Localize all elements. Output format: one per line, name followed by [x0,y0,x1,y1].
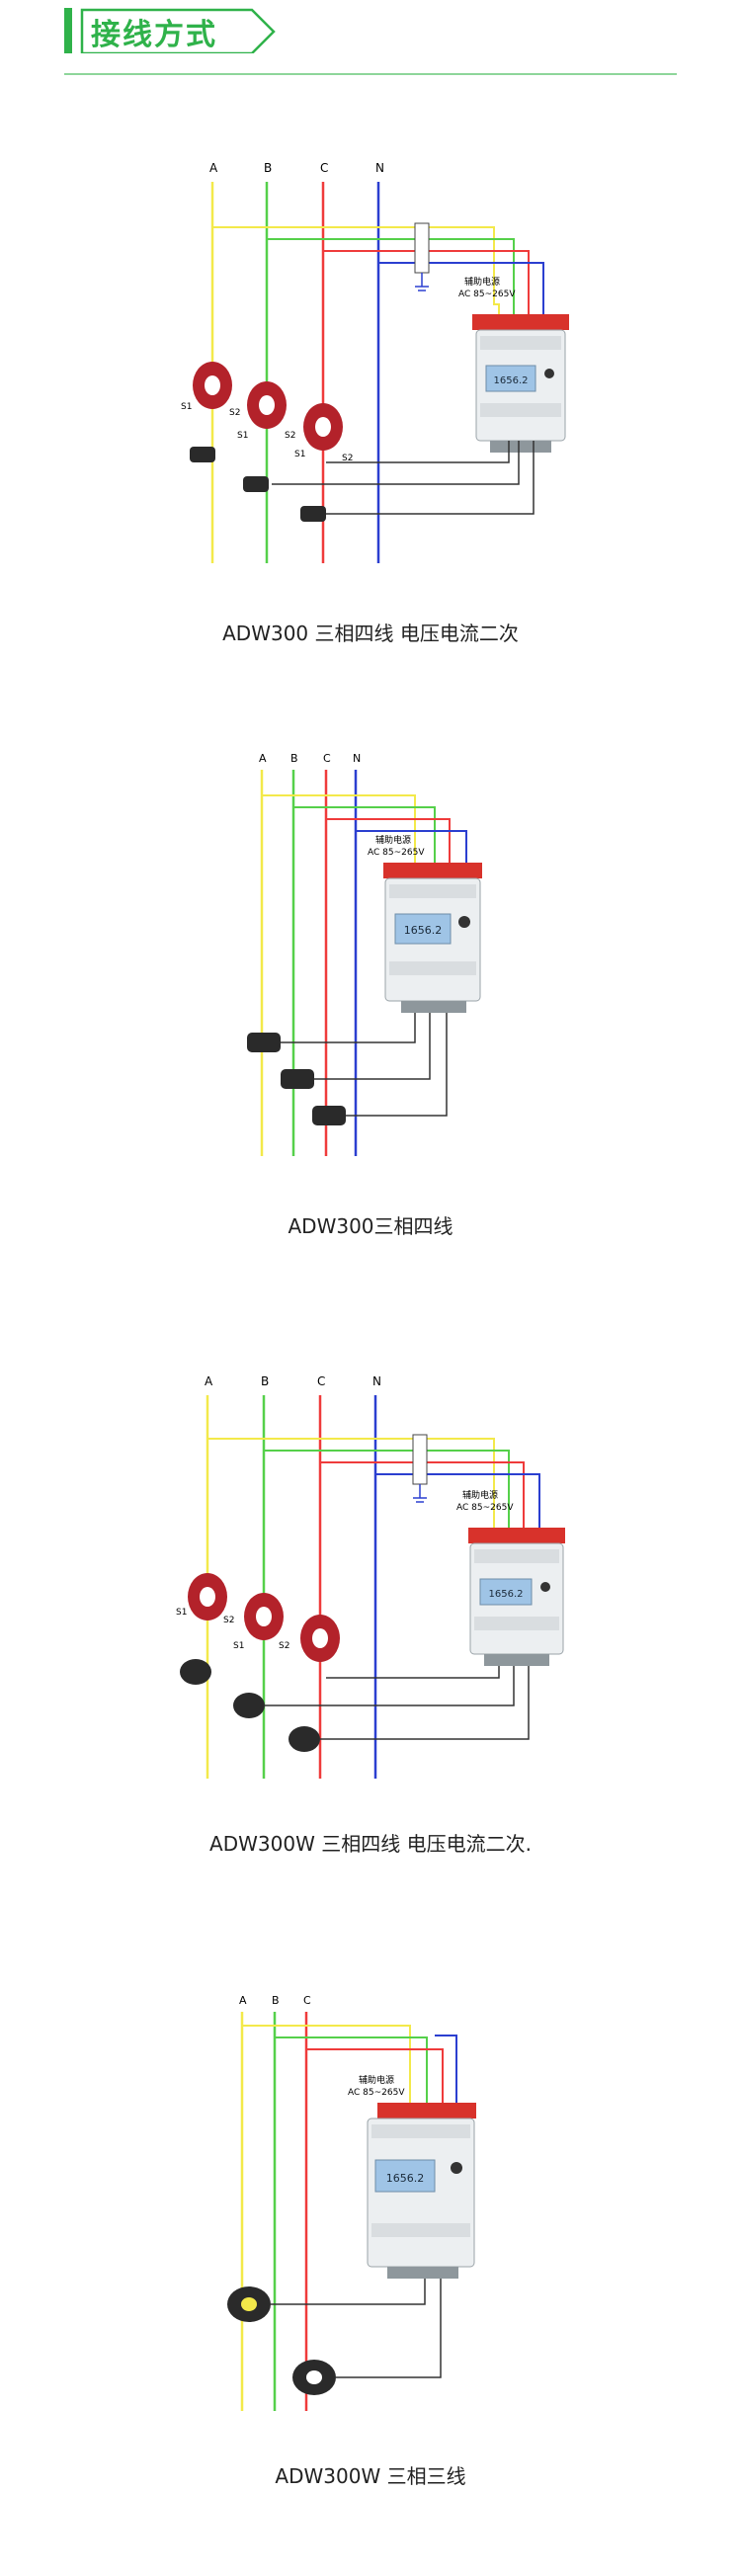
wiring-diagram-2-svg: A B C N 辅助电源 AC 85~265V 1656.2 [247,752,482,1156]
wiring-diagram-1: A B C N 辅助电源 AC 85~265V 1656.2 [0,148,741,573]
ct-a: S1 S2 [181,362,240,418]
phase-label-b: B [264,161,272,175]
wiring-diagram-4-svg: A B C 辅助电源 AC 85~265V 1656.2 [227,1994,476,2411]
svg-text:S1: S1 [237,431,248,441]
secondary-ct-b [243,476,269,492]
meter-device: 1656.2 [468,1528,565,1666]
i-wire-a [326,441,510,463]
wiring-diagram-1-svg: A B C N 辅助电源 AC 85~265V 1656.2 [181,161,569,563]
svg-text:S2: S2 [229,408,240,418]
svg-text:辅助电源: 辅助电源 [462,1489,498,1501]
svg-text:S2: S2 [342,454,353,463]
svg-text:辅助电源: 辅助电源 [359,2074,394,2086]
svg-text:S1: S1 [233,1641,244,1651]
v-tap-n [378,262,544,316]
svg-text:B: B [272,1994,280,2007]
svg-text:S2: S2 [279,1641,289,1651]
i-wire-c [326,441,535,515]
aux-power-label: 辅助电源 [375,834,411,846]
split-ct-b [233,1693,265,1718]
v-tap-a [212,226,500,316]
ct-b: S1 S2 [233,1593,289,1651]
meter-device: 1656.2 [383,863,482,1013]
svg-text:1656.2: 1656.2 [489,1589,524,1600]
ct-b: S1 S2 [237,381,295,441]
svg-text:AC 85~265V: AC 85~265V [348,2088,405,2098]
split-ct-b [281,1069,314,1089]
pt-transformer [412,1434,428,1503]
svg-text:S1: S1 [294,450,305,459]
svg-text:1656.2: 1656.2 [404,924,443,937]
svg-text:B: B [261,1374,269,1388]
split-ct-c [312,1106,346,1125]
v-tap-b [267,238,515,316]
v-tap-c [323,250,530,316]
wiring-diagram-2: A B C N 辅助电源 AC 85~265V 1656.2 [0,746,741,1161]
svg-text:AC 85~265V: AC 85~265V [456,1503,514,1513]
pt-transformer [414,222,430,291]
i-wire-b [272,441,520,485]
wiring-diagram-4: A B C 辅助电源 AC 85~265V 1656.2 [0,1986,741,2421]
ct-c [300,1615,340,1662]
header-divider [64,73,677,75]
aux-power-label: 辅助电源 [464,276,500,288]
svg-text:A: A [205,1374,213,1388]
meter-lcd [485,365,536,392]
svg-text:C: C [303,1994,311,2007]
phase-label-n: N [375,161,384,175]
svg-text:S1: S1 [181,402,192,412]
meter-lcd-value: 1656.2 [494,375,529,386]
svg-text:A: A [239,1994,247,2007]
phase-label-c: C [323,752,331,765]
split-ct-c [288,1726,320,1752]
wiring-diagram-3-svg: A B C N 辅助电源 AC 85~265V 1656.2 [176,1374,565,1779]
aux-power-voltage: AC 85~265V [458,290,516,299]
svg-text:S1: S1 [176,1608,187,1618]
svg-text:C: C [317,1374,325,1388]
phase-label-n: N [353,752,361,765]
caption-diagram-4: ADW300W 三相三线 [275,2464,466,2488]
phase-label-b: B [290,752,298,765]
meter-device: 1656.2 [367,2103,476,2279]
svg-text:S2: S2 [285,431,295,441]
section-title: 接线方式 [91,18,217,52]
phase-label-c: C [320,161,328,175]
svg-text:S2: S2 [223,1616,234,1625]
title-tab-shape [64,8,276,53]
wiring-diagram-3: A B C N 辅助电源 AC 85~265V 1656.2 [0,1364,741,1788]
secondary-ct-a [190,447,215,462]
meter-device: 1656.2 [472,314,569,453]
svg-text:N: N [372,1374,381,1388]
caption-diagram-2: ADW300三相四线 [288,1214,453,1238]
svg-text:1656.2: 1656.2 [386,2172,425,2185]
section-header: 接线方式 [0,0,741,79]
caption-diagram-1: ADW300 三相四线 电压电流二次 [222,622,519,645]
ct-a: S1 S2 [176,1573,234,1625]
split-ct-a [247,1033,281,1052]
phase-label-a: A [209,161,218,175]
phase-label-a: A [259,752,267,765]
ct-c: S1 S2 [294,403,353,463]
caption-diagram-3: ADW300W 三相四线 电压电流二次. [209,1832,532,1856]
aux-power-voltage: AC 85~265V [368,848,425,858]
secondary-ct-c [300,506,326,522]
split-ct-a [180,1659,211,1685]
